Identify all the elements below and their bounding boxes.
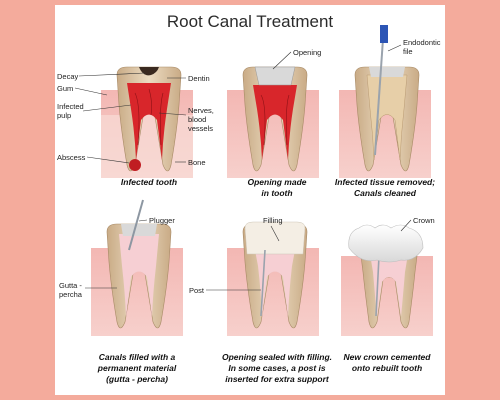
label-infected-pulp-2: pulp [57,111,71,120]
caption-panel-4-line-3: (gutta - percha) [106,374,168,384]
panel-opening-made [227,66,319,178]
label-file-2: file [403,47,413,56]
label-nerves-3: vessels [188,124,213,133]
caption-panel-2-line-2: in tooth [261,188,292,198]
dental-crown [348,224,424,263]
drilled-opening [121,224,157,236]
label-plugger: Plugger [149,216,175,225]
gutta-percha-filling [119,234,159,317]
panel-6-labels: Crown New crown cemented onto rebuilt to… [344,216,435,373]
label-file-1: Endodontic [403,38,441,47]
diagram-title: Root Canal Treatment [166,12,334,31]
caption-panel-5-line-2: In some cases, a post is [228,363,326,373]
caption-panel-3-line-1: Infected tissue removed; [335,177,435,187]
nerves-blood-vessels [260,94,290,146]
panel-1-labels: Decay Gum Infected pulp Abscess Dentin N… [57,72,214,187]
caption-panel-6-line-1: New crown cemented [344,352,432,362]
caption-panel-5-line-1: Opening sealed with filling. [222,352,332,362]
label-opening: Opening [293,48,321,57]
label-bone: Bone [188,158,206,167]
label-nerves-1: Nerves, [188,106,214,115]
caption-panel-1-line-1: Infected tooth [121,177,177,187]
caption-panel-4-line-1: Canals filled with a [99,352,176,362]
panel-4-labels: Plugger Gutta - percha Canals filled wit… [59,216,177,384]
caption-panel-3-line-2: Canals cleaned [354,188,417,198]
diagram-card: Root Canal Treatment [55,5,445,395]
label-nerves-2: blood [188,115,206,124]
caption-panel-4-line-2: permanent material [97,363,177,373]
label-filling: Filling [263,216,283,225]
plugger-tool [128,199,144,251]
panel-canals-cleaned [339,25,431,178]
label-decay: Decay [57,72,79,81]
sealed-canals [371,260,407,317]
label-gutta-percha-2: percha [59,290,83,299]
sealed-canals [255,250,295,317]
panel-3-labels: Endodontic file Infected tissue removed;… [335,38,441,198]
label-infected-pulp-1: Infected [57,102,84,111]
abscess [129,159,141,171]
label-abscess: Abscess [57,153,86,162]
caption-panel-5-line-3: inserted for extra support [225,374,330,384]
label-gum: Gum [57,84,73,93]
panel-opening-sealed [227,221,319,336]
label-dentin: Dentin [188,74,210,83]
drilled-opening [369,67,405,77]
cleaned-canal [366,74,408,161]
drilled-opening [254,66,296,86]
label-crown: Crown [413,216,435,225]
diagram-canvas: Decay Gum Infected pulp Abscess Dentin N… [57,25,441,384]
panel-canals-filled [91,199,183,336]
panel-new-crown [341,224,433,336]
support-post [375,255,380,317]
file-handle [380,25,388,43]
panel-infected-tooth [101,66,193,178]
panel-2-labels: Opening Opening made in tooth [247,48,321,198]
panel-5-labels: Filling Post Opening sealed with filling… [189,216,332,384]
caption-panel-6-line-2: onto rebuilt tooth [352,363,422,373]
caption-panel-2-line-1: Opening made [247,177,306,187]
label-gutta-percha-1: Gutta - [59,281,82,290]
support-post [260,249,266,317]
bone-tissue [101,115,193,178]
endodontic-file [374,38,384,156]
label-post: Post [189,286,205,295]
filling-material [244,221,306,255]
